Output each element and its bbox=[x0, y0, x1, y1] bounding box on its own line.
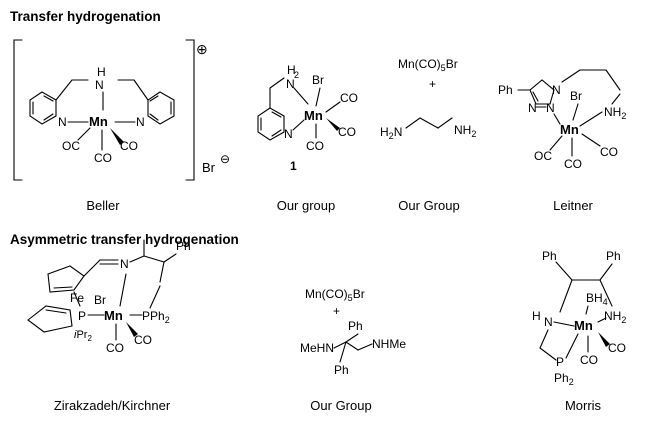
complex1-h2: H bbox=[287, 63, 296, 77]
section-title-transfer-hydrogenation: Transfer hydrogenation bbox=[10, 9, 161, 24]
morris-ph2: Ph2 bbox=[554, 371, 574, 387]
leitner-n1: N bbox=[552, 83, 561, 97]
beller-oc: OC bbox=[62, 139, 80, 153]
leitner-co-bottom: CO bbox=[564, 157, 582, 171]
morris-ph-left: Ph bbox=[542, 249, 557, 263]
complex1-n-amine: N bbox=[286, 77, 295, 91]
zk-pph2: PPh2 bbox=[142, 309, 170, 325]
complex-number-1: 1 bbox=[290, 159, 297, 173]
beller-n-left: N bbox=[58, 115, 67, 129]
caption-morris: Morris bbox=[564, 398, 602, 413]
morris-mn: Mn bbox=[574, 318, 593, 333]
leitner-nh2: NH2 bbox=[604, 105, 626, 121]
ethylenediamine-nh2: NH2 bbox=[454, 123, 476, 139]
caption-leitner: Leitner bbox=[553, 198, 593, 213]
diamine-mehn: MeHN bbox=[300, 341, 334, 355]
zk-mn: Mn bbox=[104, 308, 123, 323]
morris-nh2: NH2 bbox=[604, 309, 626, 325]
complex1-n-pyridine: N bbox=[284, 127, 293, 141]
caption-beller: Beller bbox=[86, 198, 120, 213]
morris-ph-right: Ph bbox=[606, 249, 621, 263]
leitner-co-right: CO bbox=[600, 145, 618, 159]
leitner-mn: Mn bbox=[560, 122, 579, 137]
section-title-asymmetric-transfer-hydrogenation: Asymmetric transfer hydrogenation bbox=[10, 232, 239, 247]
complex1-br: Br bbox=[312, 73, 324, 87]
morris-complex: Ph Ph H N Mn BH4 NH2 P Ph2 CO CO bbox=[532, 249, 626, 387]
beller-n-right: N bbox=[136, 115, 145, 129]
our-group-complex-1: H 2 N N Mn Br CO CO CO 1 bbox=[257, 63, 358, 173]
complex1-h2-sub: 2 bbox=[294, 70, 299, 80]
morris-co-bottom: CO bbox=[580, 353, 598, 367]
beller-h: H bbox=[97, 65, 106, 79]
morris-co-right: CO bbox=[608, 341, 626, 355]
caption-our-group-2: Our Group bbox=[398, 198, 460, 213]
mnco5br-2: Mn(CO)5Br bbox=[305, 287, 365, 303]
beller-co-right: CO bbox=[120, 139, 138, 153]
plus-2: + bbox=[333, 304, 340, 318]
zk-ph: Ph bbox=[176, 239, 191, 253]
right-bracket bbox=[185, 39, 195, 181]
caption-our-group-1: Our group bbox=[276, 198, 336, 213]
zk-br: Br bbox=[94, 293, 106, 307]
morris-n: N bbox=[544, 315, 553, 329]
morris-h: H bbox=[532, 309, 541, 323]
counterion-br: Br bbox=[202, 160, 216, 175]
zk-ipr2: iPr2 bbox=[74, 329, 92, 343]
leitner-br: Br bbox=[570, 89, 582, 103]
morris-bh4: BH4 bbox=[586, 291, 608, 307]
charge-minus: ⊖ bbox=[220, 152, 230, 166]
complex1-co-bottom: CO bbox=[306, 139, 324, 153]
complex1-co-top: CO bbox=[340, 91, 358, 105]
zk-co-right: CO bbox=[134, 333, 152, 347]
plus-1: + bbox=[429, 77, 436, 91]
beller-n-amine: N bbox=[95, 78, 104, 92]
diamine-nhme: NHMe bbox=[372, 337, 406, 351]
leitner-complex: Ph N N N NH2 Mn Br OC CO CO bbox=[498, 69, 626, 171]
charge-plus: ⊕ bbox=[196, 41, 208, 57]
complex1-mn: Mn bbox=[304, 108, 323, 123]
left-bracket bbox=[13, 39, 23, 181]
caption-zirakzadeh-kirchner: Zirakzadeh/Kirchner bbox=[53, 398, 171, 413]
mnco5br-1: Mn(CO)5Br bbox=[398, 57, 458, 73]
ethylenediamine-h2n: H2N bbox=[380, 125, 402, 141]
diamine-ph-top: Ph bbox=[348, 319, 363, 333]
leitner-n2: N bbox=[546, 101, 555, 115]
zk-p: P bbox=[78, 309, 86, 323]
our-group-precursor-diamine: Mn(CO)5Br + Ph MeHN NHMe Ph bbox=[300, 287, 406, 377]
zk-n: N bbox=[120, 257, 129, 271]
morris-p: P bbox=[556, 355, 564, 369]
zk-co-bottom: CO bbox=[106, 341, 124, 355]
beller-mn: Mn bbox=[89, 114, 108, 129]
caption-our-group-3: Our Group bbox=[310, 398, 372, 413]
our-group-precursor-en: Mn(CO)5Br + H2N NH2 bbox=[380, 57, 476, 141]
complex1-co-right: CO bbox=[338, 125, 356, 139]
zirakzadeh-kirchner-complex: Fe N Ph P iPr2 Mn Br PPh2 CO CO bbox=[27, 239, 191, 355]
diamine-ph-bottom: Ph bbox=[334, 363, 349, 377]
beller-co-bottom: CO bbox=[94, 151, 112, 165]
beller-complex: ⊕ Br ⊖ H N N N Mn OC CO CO bbox=[13, 39, 230, 181]
leitner-n3: N bbox=[528, 101, 537, 115]
leitner-ph: Ph bbox=[498, 83, 513, 97]
leitner-oc: OC bbox=[534, 149, 552, 163]
